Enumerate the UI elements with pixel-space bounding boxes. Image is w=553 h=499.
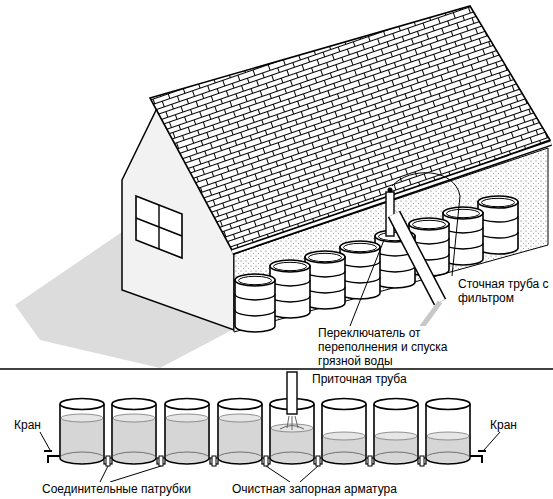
roof [150, 6, 550, 254]
barrel [270, 260, 310, 318]
part-label: Приточная труба [312, 372, 407, 386]
inlet-pipe [280, 372, 304, 430]
barrel-section-row [60, 399, 470, 465]
drawing-part [388, 188, 393, 193]
tap [44, 451, 60, 463]
barrel-section [426, 399, 470, 465]
separator-line [0, 368, 553, 370]
barrel [305, 251, 345, 309]
part-label: Очистная запорная арматура [232, 482, 397, 496]
pipe-joint [314, 456, 322, 466]
pipe-joint [210, 456, 218, 466]
barrel [235, 274, 275, 332]
pipe-joint [157, 456, 165, 466]
leader-line [100, 466, 161, 482]
barrel-section [60, 399, 104, 465]
barrel [478, 196, 518, 254]
drawing-part [287, 372, 297, 414]
drawing-part [136, 205, 182, 249]
window [136, 196, 182, 258]
barrel-section [322, 399, 366, 465]
barrel-section [112, 399, 156, 465]
pipe-joint [418, 456, 426, 466]
barrel-section [165, 399, 209, 465]
part-label: Переключатель от переполнения и спуска г… [318, 326, 458, 368]
drawing-part [394, 214, 440, 302]
drawing-part [136, 196, 182, 258]
pipe-joint [262, 456, 270, 466]
barrel-section [374, 399, 418, 465]
part-label: Соединительные патрубки [42, 482, 191, 496]
pipe-joint [104, 456, 112, 466]
leader-line [40, 432, 50, 450]
part-label: Кран [14, 418, 41, 432]
leader-line [266, 466, 318, 482]
barrel-row [235, 196, 518, 332]
leader-line [392, 173, 460, 276]
barrel [340, 241, 380, 299]
drawing-part [386, 192, 394, 236]
part-label: Кран [490, 418, 517, 432]
drawing-part [280, 426, 304, 430]
connecting-pipes [104, 456, 426, 466]
drawing-part [394, 214, 440, 302]
barrel-section [218, 399, 262, 465]
leader-line [484, 432, 500, 450]
drawing-part [287, 416, 298, 430]
part-label: Сточная труба с фильтром [458, 277, 553, 305]
pipe-joint [366, 456, 374, 466]
leader-line [350, 240, 384, 326]
tap [470, 451, 486, 463]
